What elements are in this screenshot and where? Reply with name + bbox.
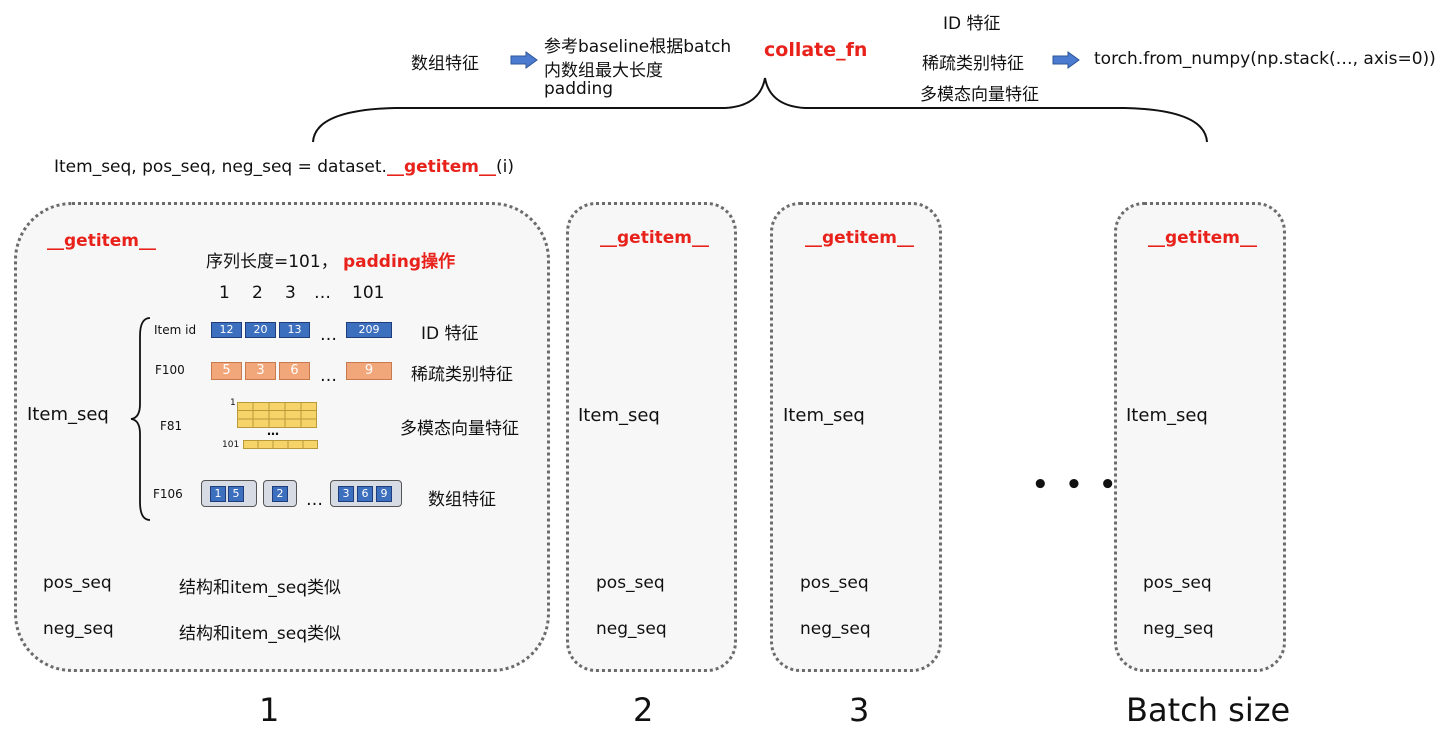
sparse-cell: 3 xyxy=(245,362,276,380)
position-101: 101 xyxy=(352,283,385,303)
position-1: 1 xyxy=(219,283,230,303)
item-seq-brace xyxy=(130,317,151,521)
panel4-neg-seq: neg_seq xyxy=(1143,619,1214,639)
getitem-call-prefix: Item_seq, pos_seq, neg_seq = dataset. xyxy=(54,157,387,177)
array-cell: 3 xyxy=(338,486,354,502)
position-2: 2 xyxy=(252,283,263,303)
panel3-item-seq: Item_seq xyxy=(783,405,865,426)
panel2-getitem: __getitem__ xyxy=(600,228,710,248)
panel1-neg-desc: 结构和item_seq类似 xyxy=(179,624,342,644)
panel2-pos-seq: pos_seq xyxy=(596,573,665,593)
getitem-call-method: __getitem__ xyxy=(386,157,496,177)
position-3: 3 xyxy=(285,283,296,303)
id-cell: 20 xyxy=(245,322,276,338)
row-f100-label: F100 xyxy=(155,363,185,377)
sparse-cell: 5 xyxy=(211,362,242,380)
panel1-item-seq: Item_seq xyxy=(27,404,109,425)
panel1-pos-seq: pos_seq xyxy=(43,573,112,593)
top-mm-feature: 多模态向量特征 xyxy=(920,85,1039,105)
array-cell: 2 xyxy=(272,486,288,502)
row-item-id-label: Item id xyxy=(154,323,197,337)
panel2-neg-seq: neg_seq xyxy=(596,619,667,639)
panel1-pos-desc: 结构和item_seq类似 xyxy=(179,578,342,598)
sample-index-2: 2 xyxy=(633,691,654,729)
sample-panel-3 xyxy=(770,202,942,672)
array-cell: 6 xyxy=(357,486,373,502)
panel3-pos-seq: pos_seq xyxy=(800,573,869,593)
panel3-getitem: __getitem__ xyxy=(805,228,915,248)
sample-index-batch: Batch size xyxy=(1126,691,1291,729)
panel3-neg-seq: neg_seq xyxy=(800,619,871,639)
array-cell: 1 xyxy=(210,486,226,502)
sample-panel-1 xyxy=(14,202,550,672)
panel1-getitem: __getitem__ xyxy=(47,231,157,251)
row-mm-feature: 多模态向量特征 xyxy=(400,419,519,439)
padding-note-line1: 参考baseline根据batch xyxy=(544,37,732,57)
stack-code: torch.from_numpy(np.stack(…, axis=0)) xyxy=(1094,49,1436,69)
id-cell: 209 xyxy=(346,322,392,338)
f81-top-index: 1 xyxy=(230,398,236,408)
padding-note-line2: 内数组最大长度 xyxy=(544,61,663,81)
row-array-feature: 数组特征 xyxy=(428,490,496,510)
panels-ellipsis: • • • xyxy=(1032,470,1120,500)
padding-note-line3: padding xyxy=(544,79,614,99)
panel4-item-seq: Item_seq xyxy=(1126,405,1208,426)
array-cell: 9 xyxy=(376,486,392,502)
embedding-grid xyxy=(237,402,317,428)
collate-brace xyxy=(312,77,1208,143)
row-f81-label: F81 xyxy=(160,419,183,433)
sample-panel-batch xyxy=(1114,202,1286,672)
sample-index-3: 3 xyxy=(849,691,870,729)
f81-bottom-index: 101 xyxy=(222,440,240,450)
panel2-item-seq: Item_seq xyxy=(578,405,660,426)
collate-fn-label: collate_fn xyxy=(764,39,868,61)
top-id-feature: ID 特征 xyxy=(943,14,1001,34)
panel1-padding-op: padding操作 xyxy=(343,252,456,272)
getitem-call: Item_seq, pos_seq, neg_seq = dataset.__g… xyxy=(54,157,514,177)
sparse-cell: 9 xyxy=(346,362,392,380)
panel1-seq-len: 序列长度=101， xyxy=(206,252,338,272)
array-ellipsis: … xyxy=(306,490,323,510)
id-ellipsis: … xyxy=(320,325,337,345)
row-sparse-feature: 稀疏类别特征 xyxy=(411,365,513,385)
top-sparse-feature: 稀疏类别特征 xyxy=(922,54,1024,74)
position-ellipsis: … xyxy=(314,283,331,303)
array-cell: 5 xyxy=(228,486,244,502)
row-id-feature: ID 特征 xyxy=(421,324,479,344)
right-arrow-icon xyxy=(1052,51,1080,69)
sparse-cell: 6 xyxy=(279,362,310,380)
embedding-last-row xyxy=(243,440,318,449)
top-array-feature: 数组特征 xyxy=(411,54,479,74)
right-arrow-icon xyxy=(510,51,538,69)
row-f106-label: F106 xyxy=(153,487,183,501)
getitem-call-suffix: (i) xyxy=(495,157,514,177)
sparse-ellipsis: … xyxy=(320,366,337,386)
sample-index-1: 1 xyxy=(259,691,280,729)
id-cell: 13 xyxy=(279,322,310,338)
panel4-pos-seq: pos_seq xyxy=(1143,573,1212,593)
sample-panel-2 xyxy=(566,202,737,672)
panel4-getitem: __getitem__ xyxy=(1148,228,1258,248)
f81-dots: … xyxy=(267,424,279,438)
panel1-neg-seq: neg_seq xyxy=(43,619,114,639)
id-cell: 12 xyxy=(211,322,242,338)
